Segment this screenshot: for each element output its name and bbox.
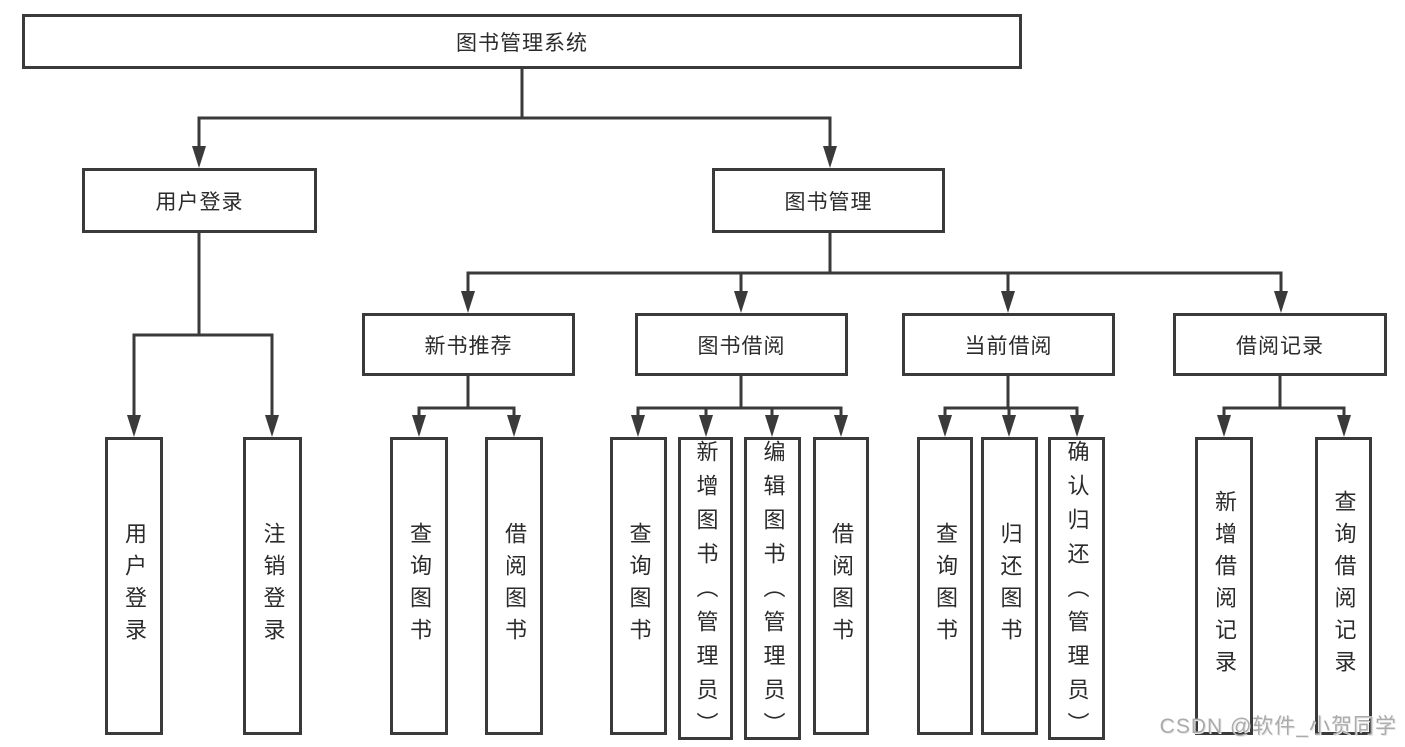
node-label: 归还图书 (997, 522, 1023, 650)
leaf-user-login: 用户登录 (105, 437, 163, 735)
leaf-borrow-books: 借阅图书 (813, 437, 869, 735)
node-label: 新增借阅记录 (1212, 490, 1237, 682)
node-user-login: 用户登录 (82, 168, 317, 233)
leaf-edit-book-admin: 编辑图书（管理员） (744, 437, 801, 746)
leaf-query-books-recommend: 查询图书 (390, 437, 448, 735)
leaf-add-book-admin: 新增图书（管理员） (678, 437, 733, 746)
node-label: 借阅记录 (1236, 334, 1324, 358)
node-label: 注销登录 (260, 522, 286, 650)
node-root: 图书管理系统 (22, 14, 1022, 69)
node-label: 当前借阅 (964, 334, 1053, 358)
node-label: 图书管理系统 (456, 31, 588, 55)
leaf-confirm-return-admin: 确认归还（管理员） (1048, 437, 1105, 746)
leaf-query-books-borrow: 查询图书 (610, 437, 667, 735)
leaf-borrow-books-recommend: 借阅图书 (485, 437, 543, 735)
watermark-text: CSDN @软件_小贺同学 (1159, 715, 1397, 738)
node-label: 查询图书 (407, 522, 432, 650)
node-label: 借阅图书 (502, 522, 527, 650)
node-label: 确认归还（管理员） (1064, 440, 1090, 746)
leaf-return-books: 归还图书 (981, 437, 1038, 735)
node-current-borrow: 当前借阅 (902, 313, 1115, 376)
leaf-query-borrow-record: 查询借阅记录 (1315, 437, 1372, 735)
node-label: 查询图书 (626, 522, 652, 650)
node-new-book-recommend: 新书推荐 (362, 313, 575, 376)
leaf-query-books-current: 查询图书 (917, 437, 973, 735)
node-label: 用户登录 (155, 190, 244, 214)
leaf-logout: 注销登录 (243, 437, 302, 735)
node-book-borrow: 图书借阅 (635, 313, 848, 376)
node-label: 查询借阅记录 (1331, 490, 1357, 682)
node-label: 借阅图书 (829, 522, 854, 650)
node-label: 图书管理 (784, 190, 873, 214)
node-label: 图书借阅 (697, 334, 786, 358)
node-label: 用户登录 (122, 522, 147, 650)
leaf-add-borrow-record: 新增借阅记录 (1195, 437, 1253, 735)
node-label: 查询图书 (933, 522, 958, 650)
node-book-management: 图书管理 (712, 168, 945, 233)
node-label: 新书推荐 (424, 334, 513, 358)
node-borrow-records: 借阅记录 (1173, 313, 1387, 376)
node-label: 新增图书（管理员） (693, 440, 719, 746)
node-label: 编辑图书（管理员） (760, 440, 786, 746)
